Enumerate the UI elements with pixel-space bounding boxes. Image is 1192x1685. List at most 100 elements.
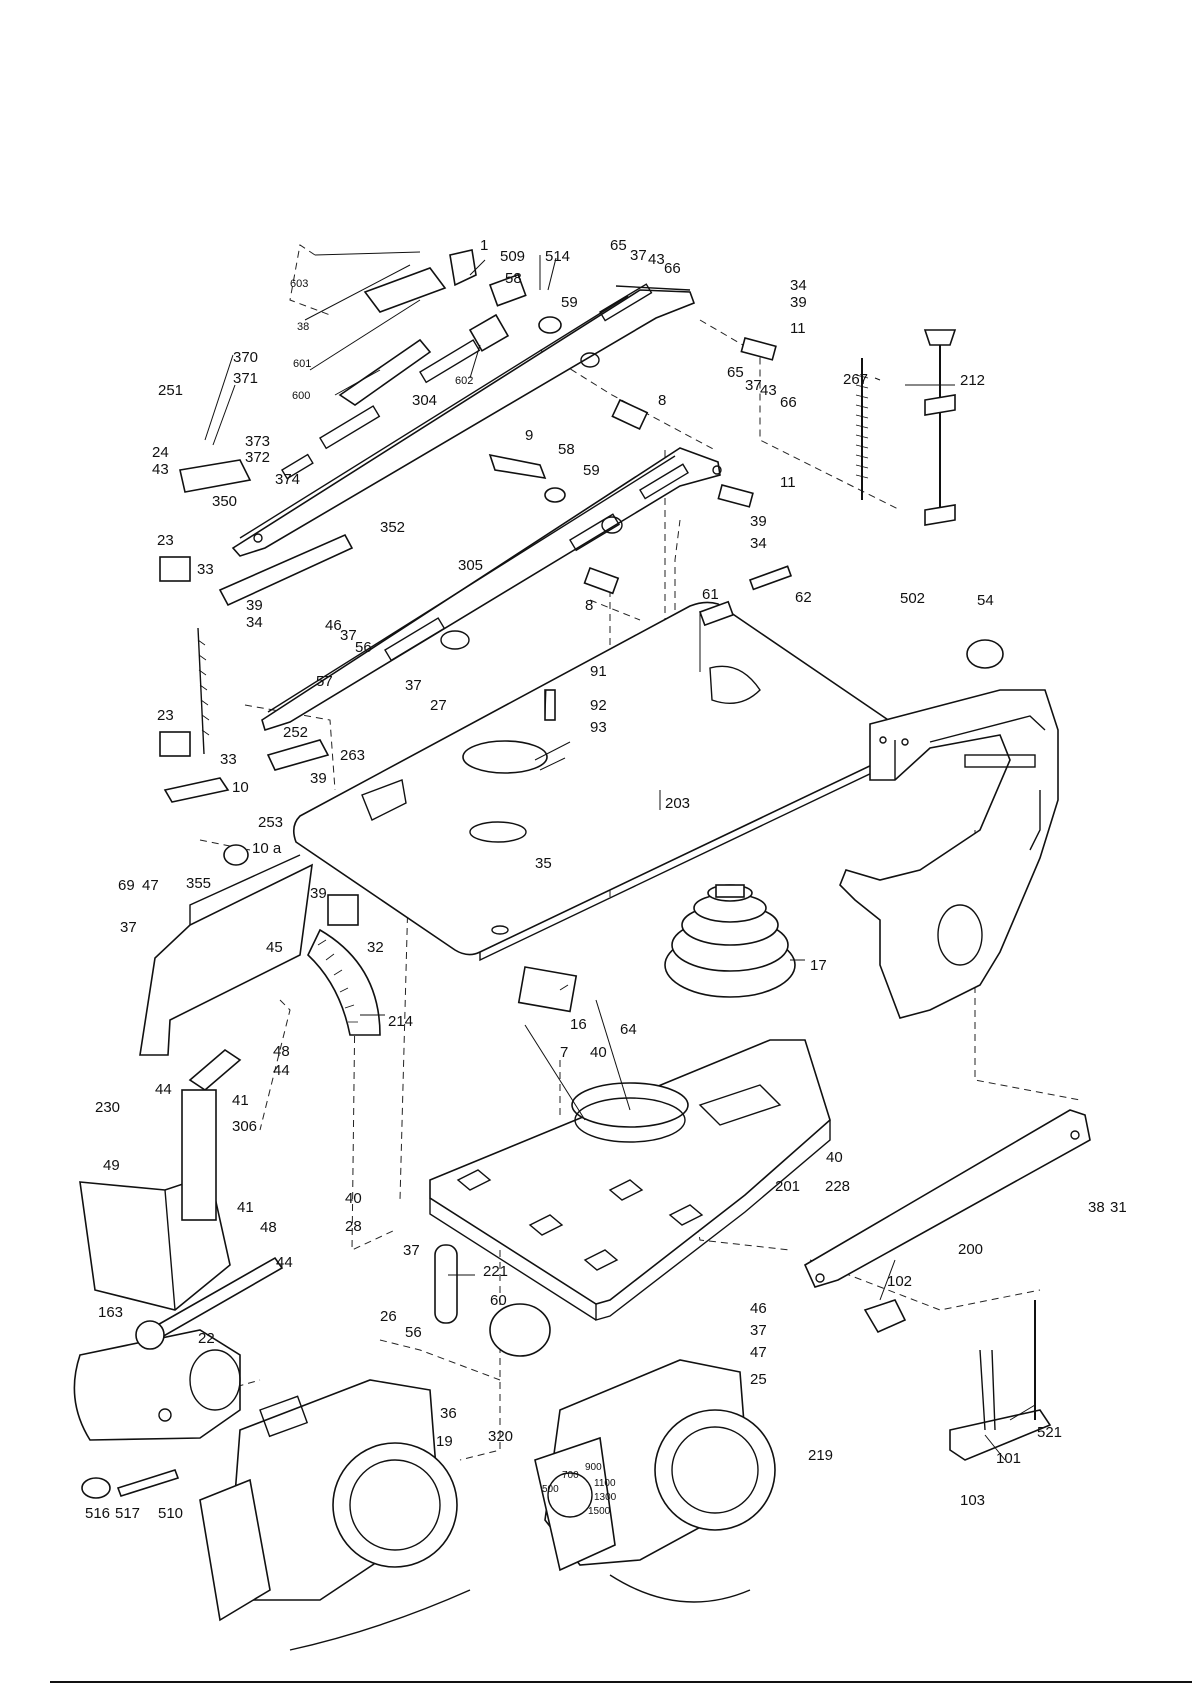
part-label: 93 <box>590 719 607 736</box>
part-label: 11 <box>780 474 796 491</box>
part-label: 56 <box>405 1324 422 1341</box>
part-label: 39 <box>750 513 767 530</box>
part-label: 320 <box>488 1428 513 1445</box>
part-label: 200 <box>958 1241 983 1258</box>
part-label: 54 <box>977 592 994 609</box>
guard-plate-355 <box>139 854 313 1056</box>
part-label: 35 <box>535 855 552 872</box>
part-label: 34 <box>246 614 263 631</box>
upper-arm-304 <box>231 283 696 557</box>
part-label: 514 <box>545 248 570 265</box>
part-label: 32 <box>367 939 384 956</box>
part-label: 371 <box>233 370 258 387</box>
part-label: 374 <box>275 471 300 488</box>
part-label: 37 <box>745 377 762 394</box>
part-label: 57 <box>316 673 333 690</box>
part-label: 1 <box>480 237 488 254</box>
part-label: 372 <box>245 449 270 466</box>
part-label: 603 <box>290 278 308 290</box>
part-label: 25 <box>750 1371 767 1388</box>
part-label: 102 <box>887 1273 912 1290</box>
tension-rod-212 <box>923 329 957 526</box>
part-label: 40 <box>345 1190 362 1207</box>
dial-label: 1300 <box>594 1492 617 1503</box>
part-label: 59 <box>583 462 600 479</box>
part-label: 103 <box>960 1492 985 1509</box>
part-label: 201 <box>775 1178 800 1195</box>
part-label: 253 <box>258 814 283 831</box>
dial-label: 500 <box>542 1484 559 1495</box>
part-label: 252 <box>283 724 308 741</box>
part-label: 219 <box>808 1447 833 1464</box>
part-label: 163 <box>98 1304 123 1321</box>
part-label: 203 <box>665 795 690 812</box>
part-label: 34 <box>750 535 767 552</box>
part-label: 10 a <box>252 840 282 857</box>
part-label: 28 <box>345 1218 362 1235</box>
part-label: 40 <box>826 1149 843 1166</box>
small-parts <box>81 249 1004 1499</box>
part-label: 66 <box>664 260 681 277</box>
part-label: 101 <box>996 1450 1021 1467</box>
frame-502 <box>839 689 1059 1019</box>
part-label: 502 <box>900 590 925 607</box>
part-label: 44 <box>276 1254 293 1271</box>
motor-219 <box>534 1359 776 1603</box>
part-label: 306 <box>232 1118 257 1135</box>
part-label: 43 <box>648 251 665 268</box>
part-label: 350 <box>212 493 237 510</box>
part-label: 46 <box>750 1300 767 1317</box>
part-label: 49 <box>103 1157 120 1174</box>
part-label: 65 <box>727 364 744 381</box>
part-label: 23 <box>157 707 174 724</box>
part-label: 59 <box>561 294 578 311</box>
part-label: 267 <box>843 371 868 388</box>
lower-link-200 <box>803 1109 1091 1288</box>
part-label: 34 <box>790 277 807 294</box>
dial-label: 700 <box>562 1470 579 1481</box>
part-label: 43 <box>152 461 169 478</box>
part-label: 214 <box>388 1013 413 1030</box>
part-label: 510 <box>158 1505 183 1522</box>
part-label: 58 <box>505 270 522 287</box>
part-label: 91 <box>590 663 607 680</box>
part-label: 263 <box>340 747 365 764</box>
part-label: 39 <box>246 597 263 614</box>
part-label: 44 <box>155 1081 172 1098</box>
part-label: 521 <box>1037 1424 1062 1441</box>
part-label: 43 <box>760 382 777 399</box>
part-label: 48 <box>273 1043 290 1060</box>
part-label: 9 <box>525 427 533 444</box>
part-label: 304 <box>412 392 437 409</box>
part-label: 305 <box>458 557 483 574</box>
part-label: 60 <box>490 1292 507 1309</box>
part-label: 27 <box>430 697 447 714</box>
base-plate-201 <box>429 1039 831 1321</box>
part-label: 65 <box>610 237 627 254</box>
part-label: 251 <box>158 382 183 399</box>
part-label: 47 <box>750 1344 767 1361</box>
part-label: 47 <box>142 877 159 894</box>
part-label: 11 <box>790 320 806 337</box>
part-label: 17 <box>810 957 827 974</box>
part-label: 26 <box>380 1308 397 1325</box>
part-label: 66 <box>780 394 797 411</box>
part-label: 373 <box>245 433 270 450</box>
part-label: 516 <box>85 1505 110 1522</box>
part-label: 221 <box>483 1263 508 1280</box>
tube-handle-510 <box>73 1329 241 1441</box>
part-label: 33 <box>197 561 214 578</box>
part-label: 212 <box>960 372 985 389</box>
part-label: 517 <box>115 1505 140 1522</box>
part-label: 69 <box>118 877 135 894</box>
part-label: 39 <box>310 770 327 787</box>
part-label: 230 <box>95 1099 120 1116</box>
part-label: 46 <box>325 617 342 634</box>
spring-267 <box>855 358 869 500</box>
part-label: 8 <box>585 597 593 614</box>
part-label: 602 <box>455 375 473 387</box>
part-label: 352 <box>380 519 405 536</box>
part-label: 48 <box>260 1219 277 1236</box>
part-label: 22 <box>198 1330 215 1347</box>
